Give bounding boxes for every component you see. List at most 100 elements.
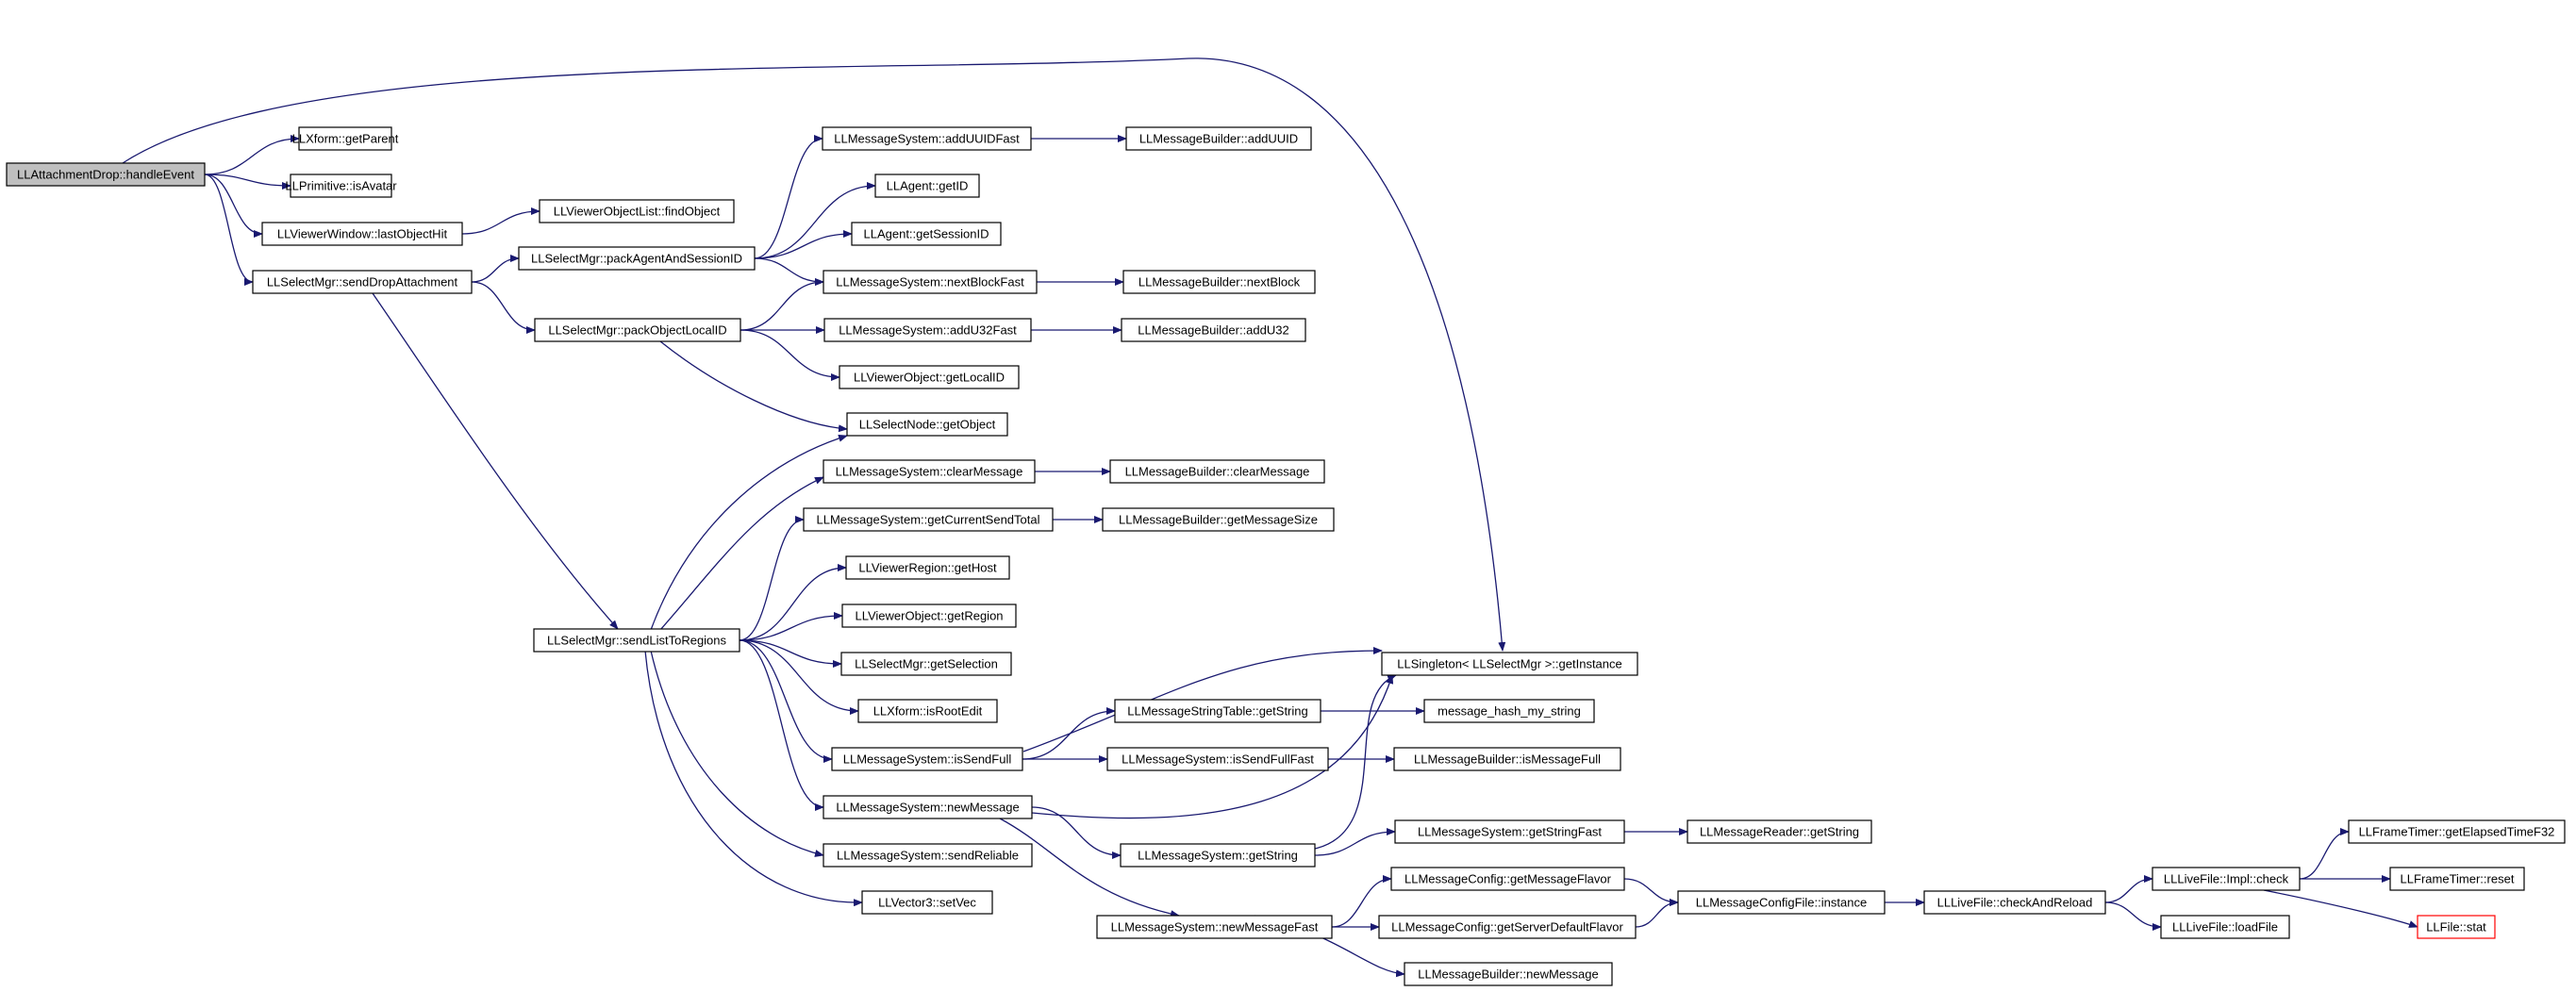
node-box bbox=[823, 843, 1033, 868]
edge-llattachmentdrop-handleevent-to-llxform-getparent bbox=[204, 135, 300, 175]
graph-node-llselectmgr-packobjectlocalid[interactable]: LLSelectMgr::packObjectLocalID bbox=[534, 318, 741, 342]
edge-llselectmgr-sendlisttoregions-to-llxform-isrootedit bbox=[739, 639, 859, 715]
edge-llselectmgr-sendlisttoregions-to-llvector3-setvec bbox=[644, 650, 863, 907]
graph-node-llxform-isrootedit[interactable]: LLXform::isRootEdit bbox=[857, 699, 998, 723]
node-label: LLViewerObject::getRegion bbox=[855, 609, 1003, 623]
graph-node-llselectnode-getobject[interactable]: LLSelectNode::getObject bbox=[846, 412, 1008, 437]
node-box bbox=[803, 507, 1054, 532]
graph-node-llsingleton-llselectmgr-getinstance[interactable]: LLSingleton< LLSelectMgr >::getInstance bbox=[1381, 652, 1638, 676]
graph-node-llmessagebuilder-ismessagefull[interactable]: LLMessageBuilder::isMessageFull bbox=[1393, 747, 1621, 771]
graph-node-llmessagebuilder-newmessage[interactable]: LLMessageBuilder::newMessage bbox=[1404, 962, 1613, 986]
graph-node-llmessagesystem-issendfull[interactable]: LLMessageSystem::isSendFull bbox=[831, 747, 1023, 771]
graph-node-llfile-stat[interactable]: LLFile::stat bbox=[2417, 915, 2496, 939]
node-label: LLMessageSystem::addU32Fast bbox=[839, 323, 1017, 338]
graph-node-llmessagesystem-addu32fast[interactable]: LLMessageSystem::addU32Fast bbox=[823, 318, 1032, 342]
node-box bbox=[1106, 747, 1329, 771]
node-box bbox=[2348, 819, 2566, 844]
graph-node-llmessagebuilder-clearmessage[interactable]: LLMessageBuilder::clearMessage bbox=[1109, 459, 1325, 484]
node-layer: LLAttachmentDrop::handleEvent LLXform::ge… bbox=[6, 126, 2566, 986]
graph-node-message-hash-my-string[interactable]: message_hash_my_string bbox=[1423, 699, 1595, 723]
graph-node-llmessagebuilder-addu32[interactable]: LLMessageBuilder::addU32 bbox=[1121, 318, 1306, 342]
graph-node-llviewerobject-getlocalid[interactable]: LLViewerObject::getLocalID bbox=[839, 365, 1020, 389]
edge-llselectmgr-packobjectlocalid-to-llviewerobject-getlocalid bbox=[740, 329, 840, 381]
node-label: LLViewerRegion::getHost bbox=[858, 561, 997, 575]
node-box bbox=[1381, 652, 1638, 676]
graph-node-lllivefile-loadfile[interactable]: LLLiveFile::loadFile bbox=[2160, 915, 2290, 939]
node-label: LLMessageBuilder::clearMessage bbox=[1125, 465, 1310, 479]
node-label: LLLiveFile::Impl::check bbox=[2164, 872, 2289, 886]
node-box bbox=[252, 270, 473, 294]
graph-node-llframetimer-reset[interactable]: LLFrameTimer::reset bbox=[2389, 867, 2525, 891]
graph-node-llselectmgr-senddropattachment[interactable]: LLSelectMgr::sendDropAttachment bbox=[252, 270, 473, 294]
edge-llmessagesystem-getstring-to-llmessagesystem-getstringfast bbox=[1314, 828, 1396, 856]
node-box bbox=[2152, 867, 2301, 891]
node-label: LLSelectMgr::sendDropAttachment bbox=[267, 275, 458, 289]
graph-node-llmessagesystem-adduuidfast[interactable]: LLMessageSystem::addUUIDFast bbox=[822, 126, 1032, 151]
graph-node-llframetimer-getelapsedtimef32[interactable]: LLFrameTimer::getElapsedTimeF32 bbox=[2348, 819, 2566, 844]
edge-llmessagesystem-newmessage-to-llmessagesystem-getstring bbox=[1031, 806, 1122, 859]
node-box bbox=[539, 199, 735, 223]
node-label: LLViewerWindow::lastObjectHit bbox=[277, 227, 448, 241]
edge-llselectmgr-sendlisttoregions-to-llviewerregion-gethost bbox=[739, 564, 847, 641]
graph-node-llmessagesystem-issendfullfast[interactable]: LLMessageSystem::isSendFullFast bbox=[1106, 747, 1329, 771]
node-box bbox=[1114, 699, 1321, 723]
node-label: LLViewerObject::getLocalID bbox=[854, 371, 1005, 385]
edge-llselectmgr-packagentandsessionid-to-llmessagesystem-adduuidfast bbox=[754, 135, 823, 259]
graph-node-llviewerobjectlist-findobject[interactable]: LLViewerObjectList::findObject bbox=[539, 199, 735, 223]
graph-node-llmessagestringtable-getstring[interactable]: LLMessageStringTable::getString bbox=[1114, 699, 1321, 723]
graph-node-llselectmgr-getselection[interactable]: LLSelectMgr::getSelection bbox=[840, 652, 1012, 676]
node-label: LLMessageBuilder::newMessage bbox=[1418, 967, 1599, 982]
graph-node-llmessagesystem-getcurrentsendtotal[interactable]: LLMessageSystem::getCurrentSendTotal bbox=[803, 507, 1054, 532]
edge-lllivefile-impl-check-to-llfile-stat bbox=[2263, 889, 2418, 928]
graph-node-llprimitive-isavatar[interactable]: LLPrimitive::isAvatar bbox=[285, 174, 397, 198]
graph-node-llvector3-setvec[interactable]: LLVector3::setVec bbox=[861, 890, 993, 915]
graph-node-llmessagesystem-sendreliable[interactable]: LLMessageSystem::sendReliable bbox=[823, 843, 1033, 868]
graph-node-llselectmgr-packagentandsessionid[interactable]: LLSelectMgr::packAgentAndSessionID bbox=[518, 246, 756, 271]
edge-llselectmgr-sendlisttoregions-to-llmessagesystem-newmessage bbox=[739, 639, 824, 811]
edge-llmessageconfig-getmessageflavor-to-llmessageconfigfile-instance bbox=[1623, 878, 1679, 906]
graph-node-llviewerregion-gethost[interactable]: LLViewerRegion::getHost bbox=[845, 555, 1010, 580]
graph-node-llmessagereader-getstring[interactable]: LLMessageReader::getString bbox=[1687, 819, 1872, 844]
node-label: LLAgent::getID bbox=[887, 179, 969, 193]
node-label: LLSelectMgr::packAgentAndSessionID bbox=[531, 252, 742, 266]
node-box bbox=[533, 628, 740, 653]
edge-llmessagesystem-issendfull-to-llmessagestringtable-getstring bbox=[1022, 707, 1116, 760]
graph-node-llagent-getid[interactable]: LLAgent::getID bbox=[874, 174, 980, 198]
graph-node-lllivefile-impl-check[interactable]: LLLiveFile::Impl::check bbox=[2152, 867, 2301, 891]
graph-node-llmessagebuilder-adduuid[interactable]: LLMessageBuilder::addUUID bbox=[1125, 126, 1312, 151]
node-label: LLMessageSystem::getCurrentSendTotal bbox=[816, 513, 1039, 527]
node-box bbox=[846, 412, 1008, 437]
graph-node-llviewerwindow-lastobjecthit[interactable]: LLViewerWindow::lastObjectHit bbox=[261, 222, 463, 246]
node-label: LLMessageSystem::addUUIDFast bbox=[834, 132, 1020, 146]
edge-lllivefile-impl-check-to-llframetimer-getelapsedtimef32 bbox=[2299, 828, 2350, 880]
node-box bbox=[1390, 867, 1625, 891]
node-label: LLMessageSystem::getStringFast bbox=[1418, 825, 1602, 839]
graph-node-llviewerobject-getregion[interactable]: LLViewerObject::getRegion bbox=[841, 603, 1017, 628]
graph-node-llselectmgr-sendlisttoregions[interactable]: LLSelectMgr::sendListToRegions bbox=[533, 628, 740, 653]
node-box bbox=[1404, 962, 1613, 986]
edge-llselectmgr-sendlisttoregions-to-llmessagesystem-clearmessage bbox=[659, 476, 824, 631]
graph-node-llmessagebuilder-getmessagesize[interactable]: LLMessageBuilder::getMessageSize bbox=[1102, 507, 1335, 532]
graph-node-llmessagesystem-nextblockfast[interactable]: LLMessageSystem::nextBlockFast bbox=[823, 270, 1038, 294]
graph-node-llmessageconfig-getmessageflavor[interactable]: LLMessageConfig::getMessageFlavor bbox=[1390, 867, 1625, 891]
edge-llselectmgr-senddropattachment-to-llselectmgr-packagentandsessionid bbox=[471, 255, 520, 283]
graph-node-llmessageconfig-getserverdefaultflavor[interactable]: LLMessageConfig::getServerDefaultFlavor bbox=[1378, 915, 1637, 939]
graph-node-llagent-getsessionid[interactable]: LLAgent::getSessionID bbox=[851, 222, 1002, 246]
graph-node-llmessagesystem-getstring[interactable]: LLMessageSystem::getString bbox=[1120, 843, 1316, 868]
graph-node-llmessagesystem-newmessagefast[interactable]: LLMessageSystem::newMessageFast bbox=[1096, 915, 1333, 939]
graph-node-llmessagebuilder-nextblock[interactable]: LLMessageBuilder::nextBlock bbox=[1122, 270, 1316, 294]
node-box bbox=[1109, 459, 1325, 484]
graph-node-llmessagesystem-clearmessage[interactable]: LLMessageSystem::clearMessage bbox=[823, 459, 1036, 484]
graph-node-llmessagesystem-getstringfast[interactable]: LLMessageSystem::getStringFast bbox=[1394, 819, 1625, 844]
graph-node-llxform-getparent[interactable]: LLXform::getParent bbox=[292, 126, 399, 151]
node-box bbox=[845, 555, 1010, 580]
graph-node-llmessagesystem-newmessage[interactable]: LLMessageSystem::newMessage bbox=[823, 795, 1033, 819]
node-label: LLSelectNode::getObject bbox=[859, 418, 996, 432]
graph-node-llattachmentdrop-handleevent[interactable]: LLAttachmentDrop::handleEvent bbox=[6, 162, 206, 187]
graph-node-lllivefile-checkandreload[interactable]: LLLiveFile::checkAndReload bbox=[1923, 890, 2106, 915]
node-box bbox=[1394, 819, 1625, 844]
node-label: LLMessageSystem::clearMessage bbox=[836, 465, 1023, 479]
graph-node-llmessageconfigfile-instance[interactable]: LLMessageConfigFile::instance bbox=[1677, 890, 1886, 915]
node-box bbox=[874, 174, 980, 198]
